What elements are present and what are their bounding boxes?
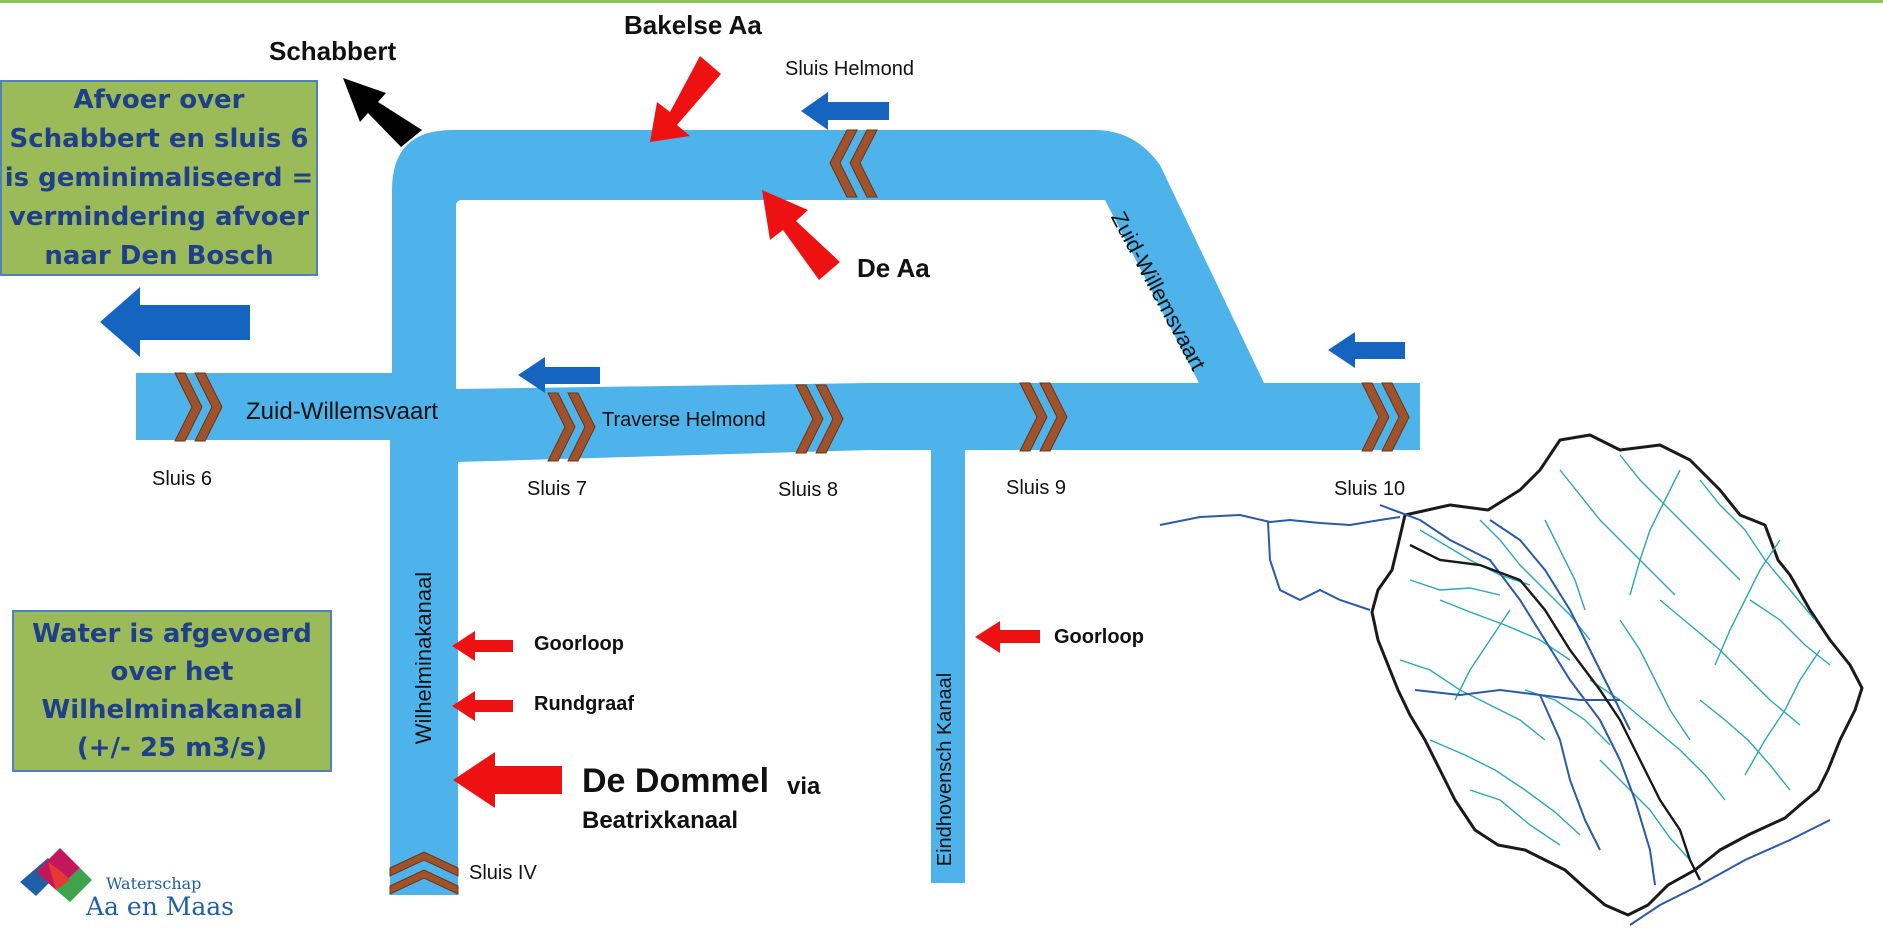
label-sluis-helmond: Sluis Helmond: [785, 58, 914, 80]
outflow-arrow-large: [100, 287, 250, 357]
sluice-markers: [174, 129, 1410, 895]
map-inner-border: [1409, 543, 1702, 881]
inflow-arrow-de-dommel: [453, 752, 562, 808]
label-beatrixkanaal: Beatrixkanaal: [582, 807, 739, 834]
regional-map: [1159, 433, 1864, 926]
info-box-water-line-1: Water is afgevoerd: [32, 619, 312, 649]
sluice-7-marker: [547, 392, 596, 462]
label-sluis-9: Sluis 9: [1006, 477, 1067, 499]
top-accent-line: [0, 0, 1883, 3]
info-box-water-line-4: (+/- 25 m3/s): [76, 733, 268, 763]
canal-eindhovensch-kanaal: [931, 440, 965, 883]
info-box-water-line-2: over het: [110, 657, 234, 687]
label-goorloop-left: Goorloop: [534, 633, 624, 655]
inflow-arrow-bakelse-aa: [650, 56, 721, 142]
canal-network: [136, 130, 1420, 895]
logo-text-aa-en-maas: Aa en Maas: [86, 892, 234, 921]
outflow-arrows: [100, 92, 1405, 393]
label-de-dommel: De Dommel: [582, 762, 770, 800]
outflow-arrow-sluis-7: [518, 357, 600, 393]
label-zuid-willemsvaart: Zuid-Willemsvaart: [246, 398, 439, 425]
logo-mark: [20, 848, 92, 902]
map-outline: [1370, 433, 1864, 917]
inflow-arrow-goorloop-right: [975, 621, 1040, 653]
info-box-afvoer-line-1: Afvoer over: [73, 84, 245, 115]
inflow-arrows: [452, 56, 1040, 808]
canal-loop: [392, 130, 1265, 455]
label-de-aa: De Aa: [857, 253, 930, 283]
sluice-iv-marker: [389, 851, 459, 895]
label-sluis-7: Sluis 7: [527, 478, 588, 500]
logo-text-waterschap: Waterschap: [106, 874, 202, 893]
info-box-afvoer-line-2: Schabbert en sluis 6: [9, 123, 309, 154]
label-sluis-6: Sluis 6: [152, 468, 213, 490]
label-eindhovensch-kanaal: Eindhovensch Kanaal: [934, 672, 956, 867]
label-goorloop-right: Goorloop: [1054, 626, 1144, 648]
info-box-afvoer: Afvoer over Schabbert en sluis 6 is gemi…: [0, 80, 318, 276]
info-box-afvoer-line-3: is geminimaliseerd =: [4, 162, 314, 193]
info-box-water: Water is afgevoerd over het Wilhelminaka…: [12, 610, 332, 772]
info-box-afvoer-line-4: vermindering afvoer: [8, 201, 310, 232]
sluice-helmond-marker: [829, 129, 878, 198]
info-box-afvoer-line-5: naar Den Bosch: [44, 240, 274, 271]
label-sluis-iv: Sluis IV: [469, 862, 537, 884]
map-main-waterways: [1159, 504, 1831, 926]
canal-wilhelminakanaal: [390, 440, 458, 895]
sluice-8-marker: [795, 384, 844, 454]
sluice-6-marker: [174, 372, 223, 442]
canal-traverse-helmond: [392, 383, 1420, 462]
outflow-arrow-schabbert: [343, 78, 422, 147]
inflow-arrow-goorloop-left: [452, 631, 513, 661]
label-wilhelminakanaal: Wilhelminakanaal: [411, 571, 436, 745]
outflow-arrow-sluis-10: [1328, 332, 1405, 368]
label-sluis-8: Sluis 8: [778, 479, 839, 501]
label-schabbert: Schabbert: [269, 36, 397, 66]
inflow-arrow-de-aa: [762, 190, 840, 280]
map-river-network: [1399, 454, 1831, 861]
label-bakelse-aa: Bakelse Aa: [624, 10, 762, 40]
sluice-10-marker: [1361, 382, 1410, 452]
label-traverse-helmond: Traverse Helmond: [602, 409, 766, 431]
outflow-arrow-sluis-helmond: [801, 92, 889, 130]
label-rundgraaf: Rundgraaf: [534, 693, 634, 715]
label-sluis-10: Sluis 10: [1334, 478, 1406, 500]
info-box-water-line-3: Wilhelminakanaal: [41, 695, 303, 725]
label-via: via: [787, 773, 821, 800]
sluice-9-marker: [1019, 382, 1068, 452]
inflow-arrow-rundgraaf: [452, 691, 513, 721]
